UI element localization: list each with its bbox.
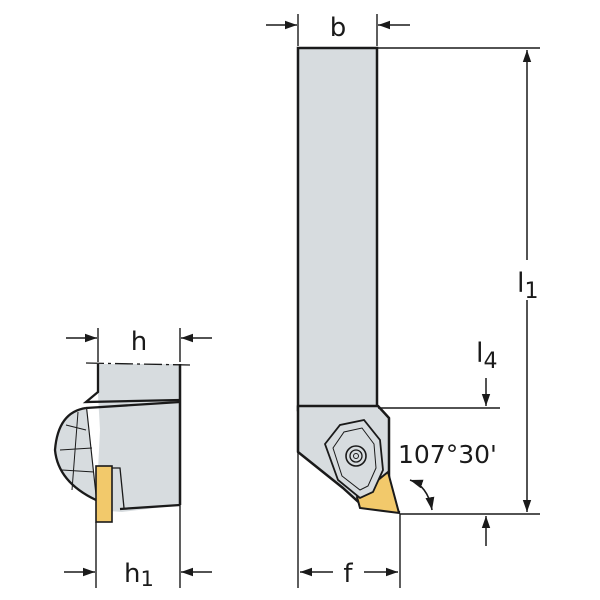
screw-icon — [345, 445, 367, 467]
label-angle: 107°30' — [398, 440, 497, 469]
side-view — [53, 362, 191, 523]
label-b: b — [330, 13, 347, 43]
label-f: f — [343, 559, 353, 589]
angle-arc — [409, 479, 435, 511]
label-h1: h1 — [124, 559, 154, 591]
shank-top-view — [296, 46, 401, 515]
label-h: h — [131, 327, 147, 357]
label-l1: l1 — [517, 268, 539, 304]
label-l4: l4 — [476, 338, 498, 374]
